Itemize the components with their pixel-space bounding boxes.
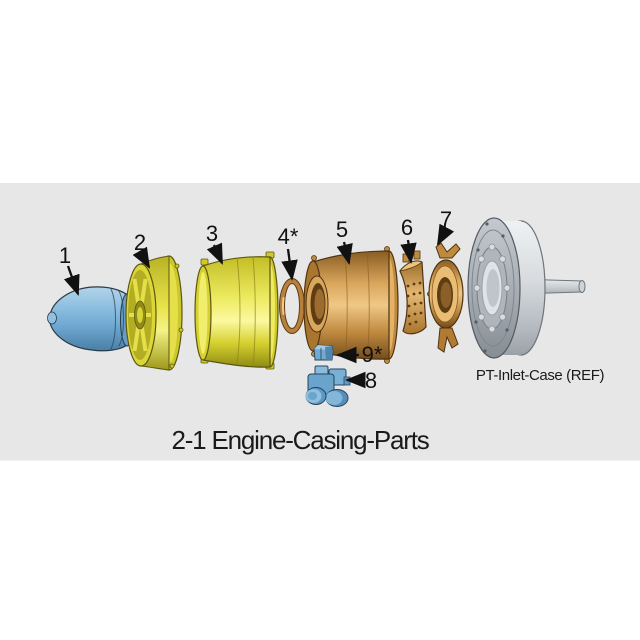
callout-8: 8 <box>344 368 377 393</box>
pt-inlet-case-label: PT-Inlet-Case (REF) <box>475 367 605 384</box>
callout-label-8: 8 <box>365 368 377 393</box>
callout-label-1: 1 <box>59 243 71 268</box>
part-3-front-casing <box>194 251 279 370</box>
callout-label-7: 7 <box>440 207 452 232</box>
callout-label-2: 2 <box>134 230 146 255</box>
pt-inlet-case <box>467 217 586 359</box>
part-7-bearing-flange <box>427 242 464 353</box>
callout-label-5: 5 <box>336 217 348 242</box>
callout-6: 6 <box>400 215 417 265</box>
callout-arrow-7 <box>436 223 455 246</box>
callout-arrow-4 <box>281 248 298 282</box>
callout-label-3: 3 <box>206 221 218 246</box>
callout-5: 5 <box>336 217 353 266</box>
callout-label-4: 4* <box>278 224 299 249</box>
callout-9: 9* <box>335 342 383 367</box>
figure-caption: 2-1 Engine-Casing-Parts <box>171 425 429 455</box>
callout-2: 2 <box>132 230 151 269</box>
callout-7: 7 <box>436 207 455 246</box>
part-5-main-casing <box>303 246 399 364</box>
callout-3: 3 <box>206 221 224 265</box>
callout-arrow-3 <box>206 242 224 265</box>
callout-label-9: 9* <box>362 342 383 367</box>
part-2-fan-frame-ring <box>125 255 184 371</box>
callout-arrow-2 <box>132 246 151 269</box>
callout-label-6: 6 <box>401 215 413 240</box>
part-8-pump-assembly <box>305 365 351 407</box>
part-9-clamp-block <box>313 344 334 361</box>
part-1-nose-cone <box>47 286 135 352</box>
callout-arrow-6 <box>400 239 417 265</box>
part-4-seal-ring <box>279 278 305 334</box>
callout-arrow-1 <box>63 265 80 296</box>
callout-4: 4* <box>278 224 299 282</box>
callout-arrow-5 <box>336 241 353 266</box>
callout-1: 1 <box>59 243 80 296</box>
part-6-perforated-liner <box>399 250 427 335</box>
callouts: 1 2 3 4* 5 6 7 <box>59 207 455 393</box>
